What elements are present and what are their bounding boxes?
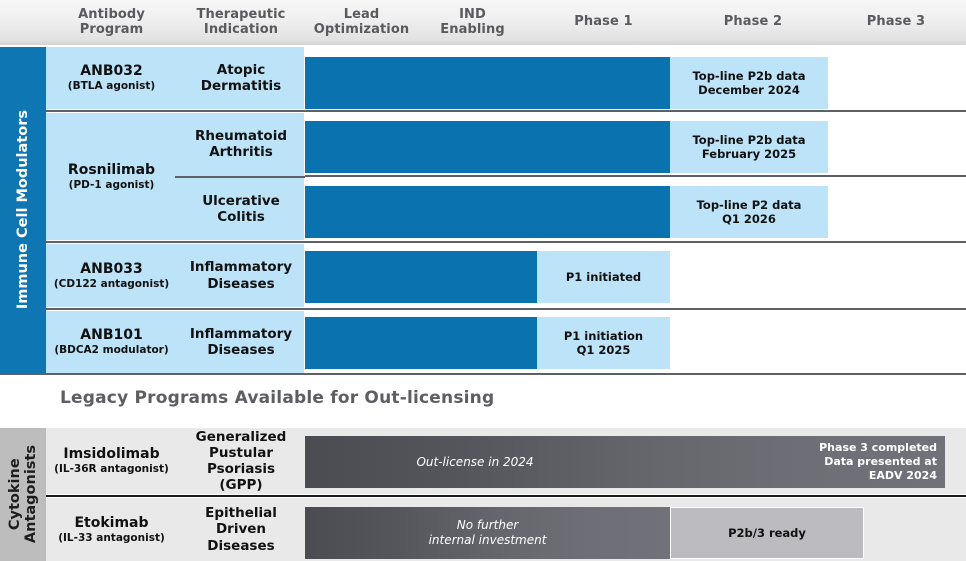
bar-note-text: Out-license in 2024 (416, 454, 534, 469)
cell-indication-etokimab: Epithelial Driven Diseases (177, 498, 305, 561)
cell-indication-ulcerative-colitis: Ulcerative Colitis (177, 178, 305, 240)
milestone-box-etokimab[interactable]: P2b/3 ready (670, 507, 864, 559)
indication-divider (175, 176, 305, 178)
program-target: (CD122 antagonist) (53, 277, 170, 290)
cell-indication-anb033: Inflammatory Diseases (177, 244, 305, 307)
row-divider (46, 308, 966, 310)
progress-bar-etokimab[interactable]: No further internal investment (305, 507, 670, 559)
section-divider (0, 373, 966, 375)
table-row[interactable] (46, 47, 304, 109)
progress-bar-imsidolimab[interactable]: Out-license in 2024 Phase 3 completed Da… (305, 436, 945, 488)
milestone-box-anb101[interactable]: P1 initiation Q1 2025 (537, 317, 670, 369)
cell-indication-anb032: Atopic Dermatitis (177, 47, 305, 109)
cell-program-anb032: ANB032 (BTLA agonist) (46, 47, 177, 109)
program-target: (BDCA2 modulator) (54, 344, 169, 357)
milestone-text: Phase 3 completed Data presented at EADV… (819, 441, 937, 482)
row-divider (46, 110, 966, 112)
milestone-box-anb033[interactable]: P1 initiated (537, 251, 670, 303)
milestone-box-rosnilimab-ra[interactable]: Top-line P2b data February 2025 (670, 121, 828, 173)
cell-program-rosnilimab: Rosnilimab (PD-1 agonist) (46, 113, 177, 240)
cell-indication-anb101: Inflammatory Diseases (177, 311, 305, 373)
indication-text: Inflammatory Diseases (189, 325, 293, 358)
program-target: (IL-36R antagonist) (54, 463, 169, 476)
indication-text: Generalized Pustular Psoriasis (GPP) (195, 428, 287, 494)
column-header-lead-optimization: Lead Optimization (313, 6, 410, 37)
milestone-box-anb032[interactable]: Top-line P2b data December 2024 (670, 57, 828, 109)
indication-text: Epithelial Driven Diseases (205, 505, 277, 554)
milestone-text: Top-line P2b data December 2024 (692, 68, 806, 97)
progress-bar-anb033[interactable] (305, 251, 537, 303)
column-header-therapeutic-indication: Therapeutic Indication (196, 6, 286, 37)
program-name: Etokimab (74, 514, 149, 531)
progress-bar-anb032[interactable] (305, 57, 670, 109)
indication-text: Atopic Dermatitis (200, 61, 282, 94)
progress-bar-rosnilimab-uc[interactable] (305, 186, 670, 238)
program-name: ANB032 (80, 63, 143, 80)
column-header-antibody-program: Antibody Program (78, 6, 145, 37)
progress-bar-anb101[interactable] (305, 317, 537, 369)
group-label-immune-cell-modulators: Immune Cell Modulators (0, 47, 46, 373)
milestone-text: Top-line P2 data Q1 2026 (696, 197, 802, 226)
milestone-text: P1 initiation Q1 2025 (563, 328, 644, 357)
table-row[interactable] (46, 311, 304, 373)
group-label-cytokine-text: Cytokine Antagonists (6, 445, 39, 544)
indication-text: Ulcerative Colitis (202, 192, 280, 225)
milestone-text: P1 initiated (565, 269, 642, 284)
progress-bar-rosnilimab-ra[interactable] (305, 121, 670, 173)
legacy-section-band (0, 375, 966, 425)
column-header-ind-enabling: IND Enabling (440, 6, 505, 37)
program-name: Imsidolimab (63, 446, 160, 463)
legacy-section-title: Legacy Programs Available for Out-licens… (60, 388, 495, 408)
indication-text: Inflammatory Diseases (189, 259, 293, 292)
table-row[interactable] (46, 244, 304, 307)
column-header-bar: Antibody Program Therapeutic Indication … (0, 0, 966, 45)
cell-indication-rheumatoid-arthritis: Rheumatoid Arthritis (177, 113, 305, 175)
column-header-phase-2: Phase 2 (723, 14, 783, 30)
program-name: ANB033 (80, 260, 143, 277)
program-target: (IL-33 antagonist) (58, 531, 165, 544)
cell-indication-imsidolimab: Generalized Pustular Psoriasis (GPP) (177, 428, 305, 494)
cell-program-anb101: ANB101 (BDCA2 modulator) (46, 311, 177, 373)
program-name: Rosnilimab (67, 161, 156, 178)
indication-text: Rheumatoid Arthritis (195, 127, 287, 160)
cell-program-anb033: ANB033 (CD122 antagonist) (46, 244, 177, 307)
program-target: (BTLA agonist) (67, 80, 156, 93)
milestone-text: Top-line P2b data February 2025 (692, 132, 806, 161)
row-divider (46, 241, 966, 243)
program-name: ANB101 (80, 327, 143, 344)
column-header-phase-1: Phase 1 (574, 14, 633, 30)
program-target: (PD-1 agonist) (68, 178, 155, 191)
group-label-immune-text: Immune Cell Modulators (14, 110, 31, 310)
bar-note-text: No further internal investment (428, 518, 547, 547)
milestone-text: P2b/3 ready (728, 525, 806, 540)
milestone-box-rosnilimab-uc[interactable]: Top-line P2 data Q1 2026 (670, 186, 828, 238)
cell-program-etokimab: Etokimab (IL-33 antagonist) (46, 498, 177, 561)
column-header-phase-3: Phase 3 (866, 14, 926, 30)
cell-program-imsidolimab: Imsidolimab (IL-36R antagonist) (46, 428, 177, 494)
row-divider (305, 175, 966, 177)
row-divider (46, 495, 966, 497)
group-label-cytokine-antagonists: Cytokine Antagonists (0, 428, 46, 561)
